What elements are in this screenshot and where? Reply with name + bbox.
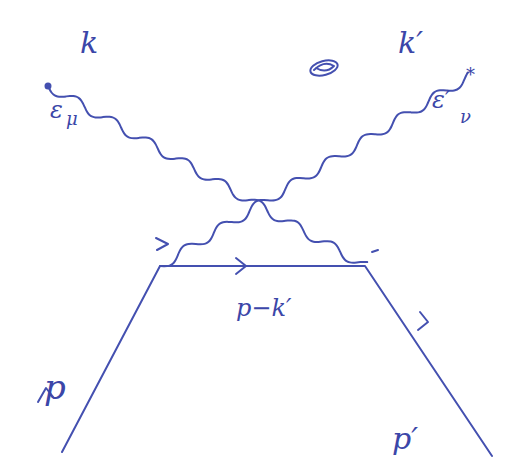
fermion-arrow — [418, 312, 428, 330]
photon-line — [48, 86, 367, 263]
fermion-arrow — [156, 238, 168, 250]
momentum-label: ε′ — [432, 88, 450, 112]
momentum-label: μ — [66, 110, 78, 128]
scribble — [309, 58, 340, 79]
momentum-label: ν — [460, 108, 471, 126]
electron-line — [62, 266, 492, 456]
momentum-label: p′ — [392, 424, 418, 454]
scribble — [314, 64, 334, 71]
momentum-label: k′ — [398, 28, 423, 58]
fermion-arrow — [236, 258, 246, 274]
momentum-label: k — [80, 28, 98, 58]
momentum-label: p — [44, 370, 66, 404]
momentum-label: p−k′ — [236, 296, 291, 320]
photon-line — [160, 72, 468, 266]
momentum-label: ε — [50, 98, 63, 122]
vertex-mark — [372, 250, 378, 252]
momentum-label: * — [466, 66, 475, 84]
